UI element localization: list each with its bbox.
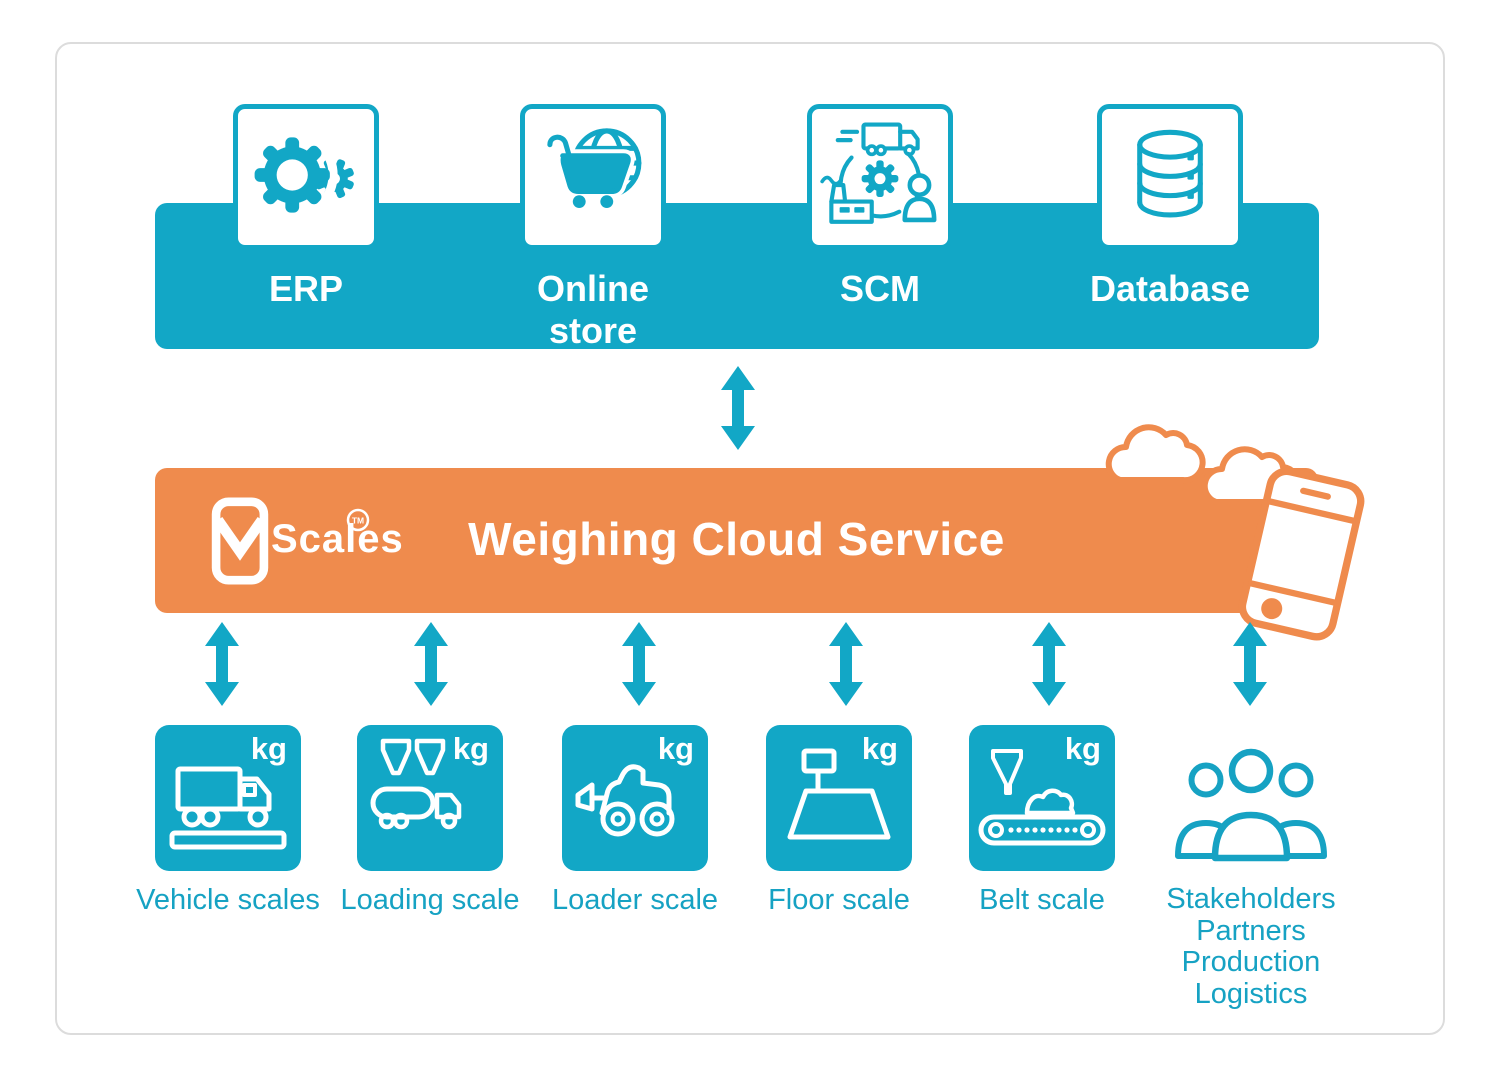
floor-scale-icon	[766, 725, 912, 876]
floor-scale-tile: kg	[766, 725, 912, 871]
vehicle-scale-tile: kg	[155, 725, 301, 871]
smartphone-icon	[1230, 460, 1372, 652]
loading-scale-tile: kg	[357, 725, 503, 871]
integration-label-scm: SCM	[840, 268, 920, 309]
scale-label-belt: Belt scale	[979, 884, 1105, 916]
database-icon	[1103, 108, 1237, 247]
database-box	[1097, 104, 1243, 250]
scale-label-loading: Loading scale	[340, 884, 520, 916]
stakeholders-line: Production	[1181, 946, 1321, 978]
trademark-badge: TM	[346, 508, 370, 537]
gears-icon	[239, 108, 373, 247]
scm-box	[807, 104, 953, 250]
double-arrow-icon	[205, 622, 239, 706]
loading-scale-icon	[357, 725, 503, 876]
loader-scale-tile: kg	[562, 725, 708, 871]
cloud-service-title: Weighing Cloud Service	[468, 513, 1005, 565]
scale-label-floor: Floor scale	[768, 884, 910, 916]
stakeholders-line: Logistics	[1194, 977, 1308, 1010]
mscales-phone-logo-icon	[211, 497, 269, 590]
clouds-icon	[1105, 424, 1302, 506]
scale-label-loader: Loader scale	[551, 884, 719, 916]
unit-label: kg	[250, 731, 287, 766]
integration-label-online-store: Online store	[536, 268, 649, 351]
integration-label-erp: ERP	[268, 268, 344, 309]
brand-product-name: Scales	[271, 517, 404, 561]
erp-box	[233, 104, 379, 250]
trademark-text: TM	[352, 516, 364, 526]
double-arrow-icon	[1032, 622, 1066, 706]
supply-chain-icon	[813, 108, 947, 247]
belt-scale-icon	[969, 725, 1115, 876]
online-store-box	[520, 104, 666, 250]
stakeholders-line: Stakeholders	[1166, 883, 1336, 915]
cloud-service-bar	[155, 468, 1318, 613]
double-arrow-icon	[1233, 622, 1267, 706]
stakeholders-line: Partners	[1196, 914, 1306, 947]
integration-label-database: Database	[1089, 268, 1251, 309]
double-arrow-icon	[829, 622, 863, 706]
double-arrow-icon	[721, 366, 755, 450]
unit-label: kg	[657, 731, 694, 766]
scale-label-vehicle: Vehicle scales	[136, 884, 320, 916]
unit-label: kg	[861, 731, 898, 766]
belt-scale-tile: kg	[969, 725, 1115, 871]
unit-label: kg	[452, 731, 489, 766]
vehicle-scale-icon	[155, 725, 301, 876]
loader-scale-icon	[562, 725, 708, 876]
people-group-icon	[1172, 738, 1330, 867]
unit-label: kg	[1064, 731, 1101, 766]
double-arrow-icon	[414, 622, 448, 706]
double-arrow-icon	[622, 622, 656, 706]
cart-globe-icon	[526, 108, 660, 247]
